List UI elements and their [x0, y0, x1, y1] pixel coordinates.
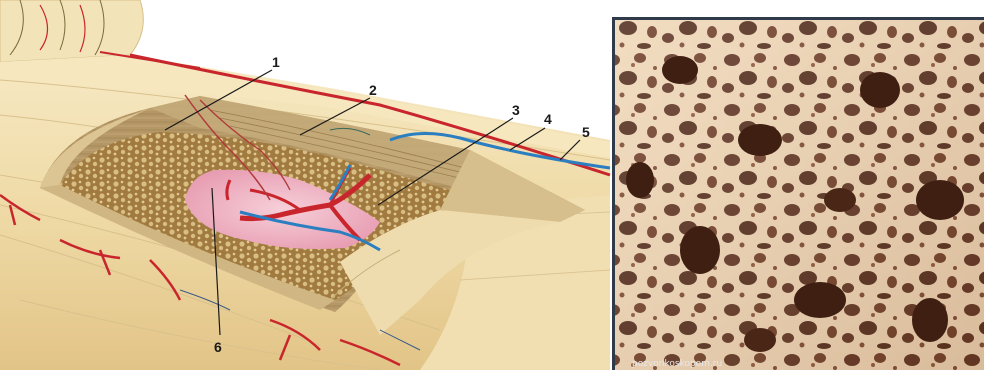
callout-1: 1 — [272, 54, 280, 70]
callout-5: 5 — [582, 124, 590, 140]
bone-epiphysis — [0, 0, 143, 62]
callout-4: 4 — [544, 111, 552, 127]
trabecular-micrograph: pozvonkoskopom.ru — [612, 17, 984, 370]
callout-3: 3 — [512, 102, 520, 118]
bone-illustration — [0, 0, 610, 370]
micrograph-watermark: pozvonkoskopom.ru — [632, 359, 722, 369]
callout-6: 6 — [214, 339, 222, 355]
callout-2: 2 — [369, 82, 377, 98]
